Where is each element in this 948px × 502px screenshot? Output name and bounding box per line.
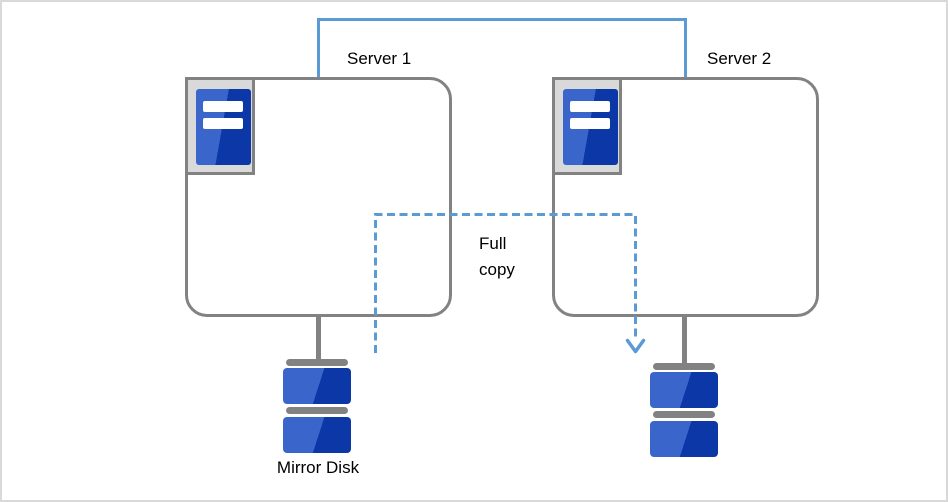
server-slot-icon [203, 101, 243, 112]
server1-label: Server 1 [347, 49, 412, 68]
server2-disk-connector [682, 314, 687, 364]
server-tower-icon [563, 89, 618, 165]
server-slot-icon [570, 118, 610, 129]
disk-platter [283, 368, 351, 404]
mirror-disk-label: Mirror Disk [276, 458, 360, 477]
disk-band [286, 407, 348, 414]
server2-icon [552, 77, 622, 175]
disk-platter [650, 372, 718, 408]
disk-platter [283, 417, 351, 453]
server-slot-icon [570, 101, 610, 112]
server-slot-icon [203, 118, 243, 129]
disk-band [653, 411, 715, 418]
server2-mirror-disk-icon [650, 363, 718, 457]
arrow-down-icon [625, 338, 646, 354]
disk-platter [650, 421, 718, 457]
server1-disk-connector [316, 314, 321, 360]
disk-cap [653, 363, 715, 370]
server-tower-icon [196, 89, 251, 165]
full-copy-label: Full copy [479, 234, 515, 279]
server1-mirror-disk-icon [283, 359, 351, 453]
disk-cap [286, 359, 348, 366]
server2-label: Server 2 [707, 49, 772, 68]
server1-icon [185, 77, 255, 175]
